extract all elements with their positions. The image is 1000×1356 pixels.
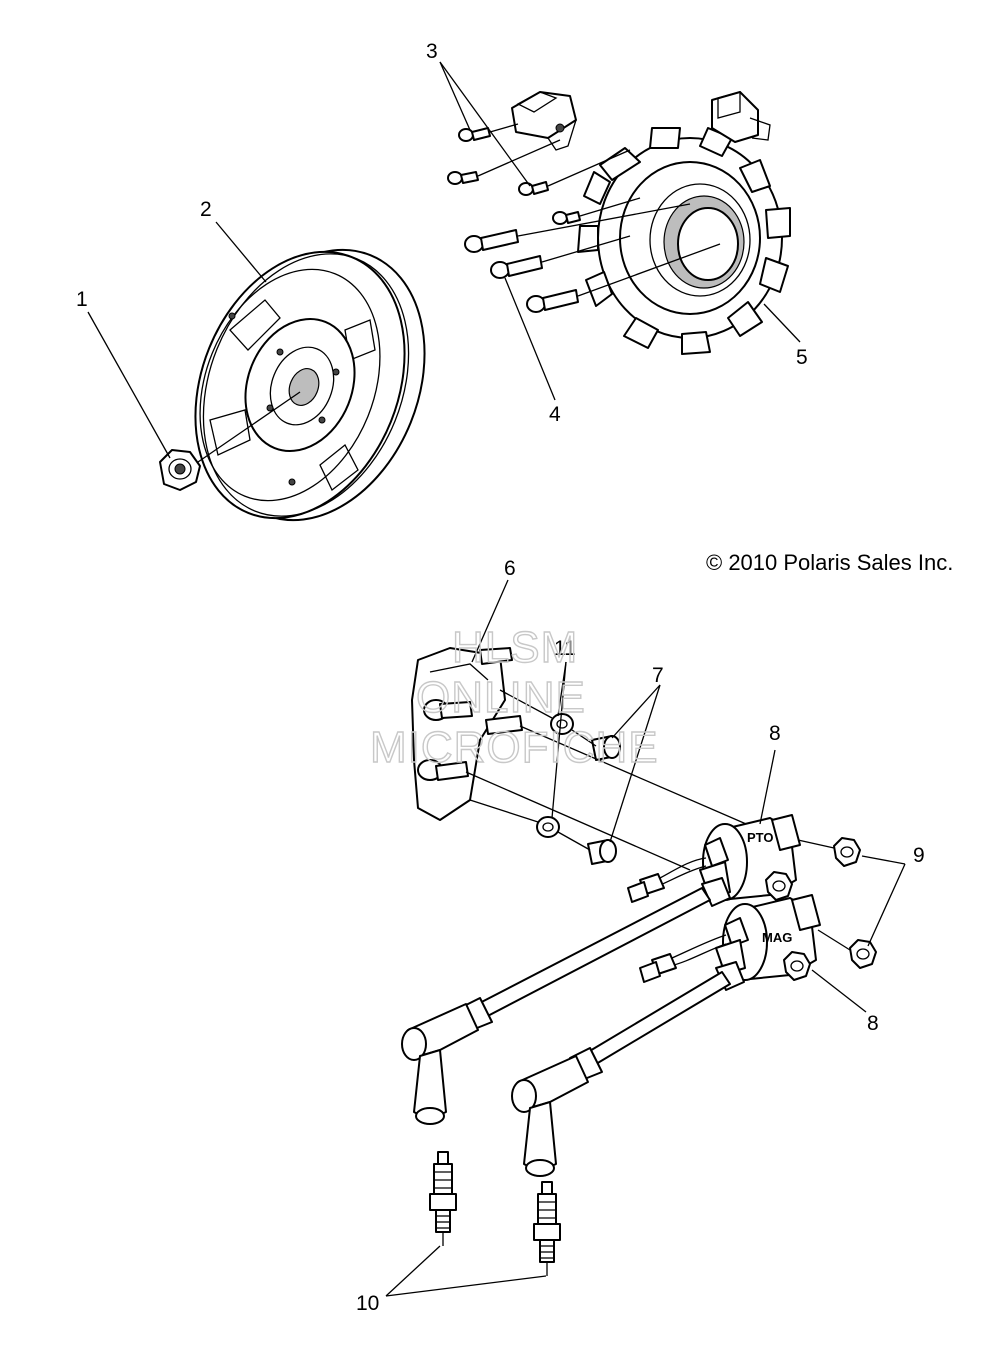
watermark-line-3: MICROFICHE	[370, 723, 659, 772]
screw-3b	[447, 139, 561, 185]
coil-bracket[interactable]	[411, 647, 523, 821]
callout-5: 5	[796, 346, 808, 369]
spark-plug-b[interactable]	[533, 1181, 561, 1276]
stator[interactable]	[577, 91, 791, 355]
coil-label-pto: PTO	[747, 830, 774, 845]
callout-6: 6	[504, 557, 516, 580]
callout-1: 1	[76, 288, 88, 311]
flywheel-nut[interactable]	[159, 391, 301, 491]
coil-nuts[interactable]	[765, 837, 877, 981]
callout-8-mag: 8	[867, 1012, 879, 1035]
callout-4: 4	[549, 403, 561, 426]
copyright-text: © 2010 Polaris Sales Inc.	[706, 550, 953, 575]
callout-labels: 1 2 3 4 5 6 7 8 8 9 10 11	[76, 40, 925, 1315]
pickup-screws[interactable]	[447, 123, 631, 196]
stator-bolt-b	[464, 203, 691, 253]
callout-leaders	[87, 61, 906, 1297]
ignition-coil-mag[interactable]: MAG	[639, 894, 821, 991]
callout-8-pto: 8	[769, 722, 781, 745]
callout-7: 7	[652, 664, 664, 687]
spark-plug-a[interactable]	[429, 1151, 457, 1246]
callout-11: 11	[554, 637, 576, 660]
stator-bolt-c	[526, 243, 721, 313]
pickup-sensor[interactable]	[511, 91, 577, 151]
stator-bolt-a	[552, 197, 641, 225]
stator-bolt-d	[490, 235, 631, 279]
mounting-lines	[465, 689, 761, 871]
stator-bolts[interactable]	[464, 197, 721, 313]
ignition-lead-pto[interactable]	[401, 887, 711, 1125]
screw-3c	[518, 149, 631, 196]
watermark: HLSM ONLINE MICROFICHE	[369, 622, 659, 772]
screw-3a	[458, 123, 519, 142]
flywheel[interactable]	[157, 218, 463, 553]
watermark-line-2: ONLINE	[416, 673, 586, 722]
watermark-line-1: HLSM	[452, 623, 578, 672]
coil-label-mag: MAG	[762, 930, 792, 945]
callout-9: 9	[913, 844, 925, 867]
callout-10: 10	[356, 1292, 379, 1315]
ignition-lead-mag[interactable]	[511, 971, 731, 1177]
coil-washers[interactable]	[536, 713, 574, 838]
callout-3: 3	[426, 40, 438, 63]
coil-screws[interactable]	[587, 735, 621, 865]
callout-2: 2	[200, 198, 212, 221]
